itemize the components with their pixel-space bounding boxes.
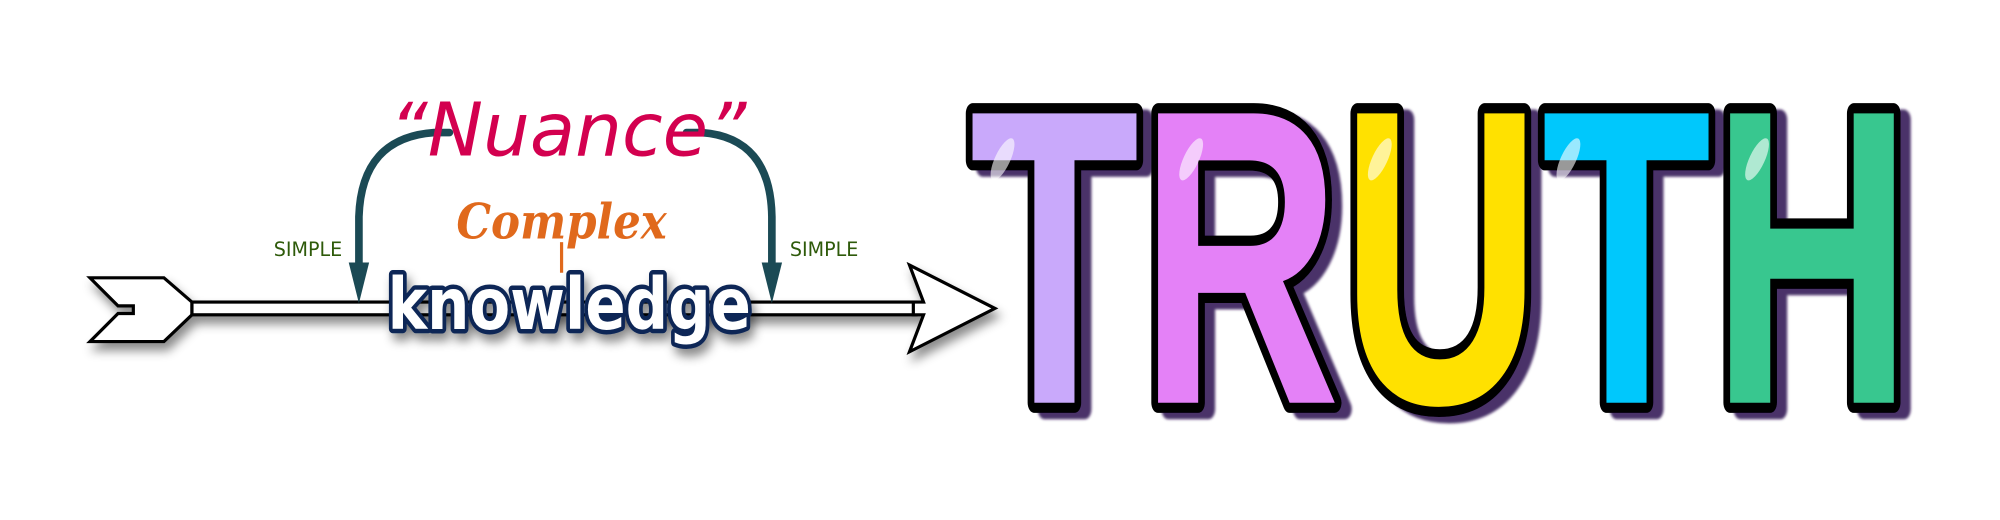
bracket-right [682,128,776,269]
simple-label-right: SIMPLE [790,238,859,261]
highlight-shine [1745,138,1769,181]
complex-label: Complex [456,194,667,250]
nuance-label: “Nuance” [389,87,747,173]
simple-label-left: SIMPLE [274,238,343,261]
bracket-left [355,128,454,269]
arrowhead [906,261,999,356]
highlight-shine [1556,138,1581,181]
arrow-fletching [86,276,194,344]
nuance-bracket [355,128,776,269]
highlight-shine [990,138,1015,181]
arrowhead-left-icon [348,262,370,304]
arrow [86,261,999,356]
truth-word-text: TRUTH [969,23,1912,493]
truth-word: TRUTH [959,13,1923,503]
arrowhead-right-icon [761,262,783,304]
truth-highlights [990,138,1769,181]
highlight-shine [1179,138,1204,181]
knowledge-label: knowledge [388,263,751,346]
highlight-shine [1367,138,1392,181]
